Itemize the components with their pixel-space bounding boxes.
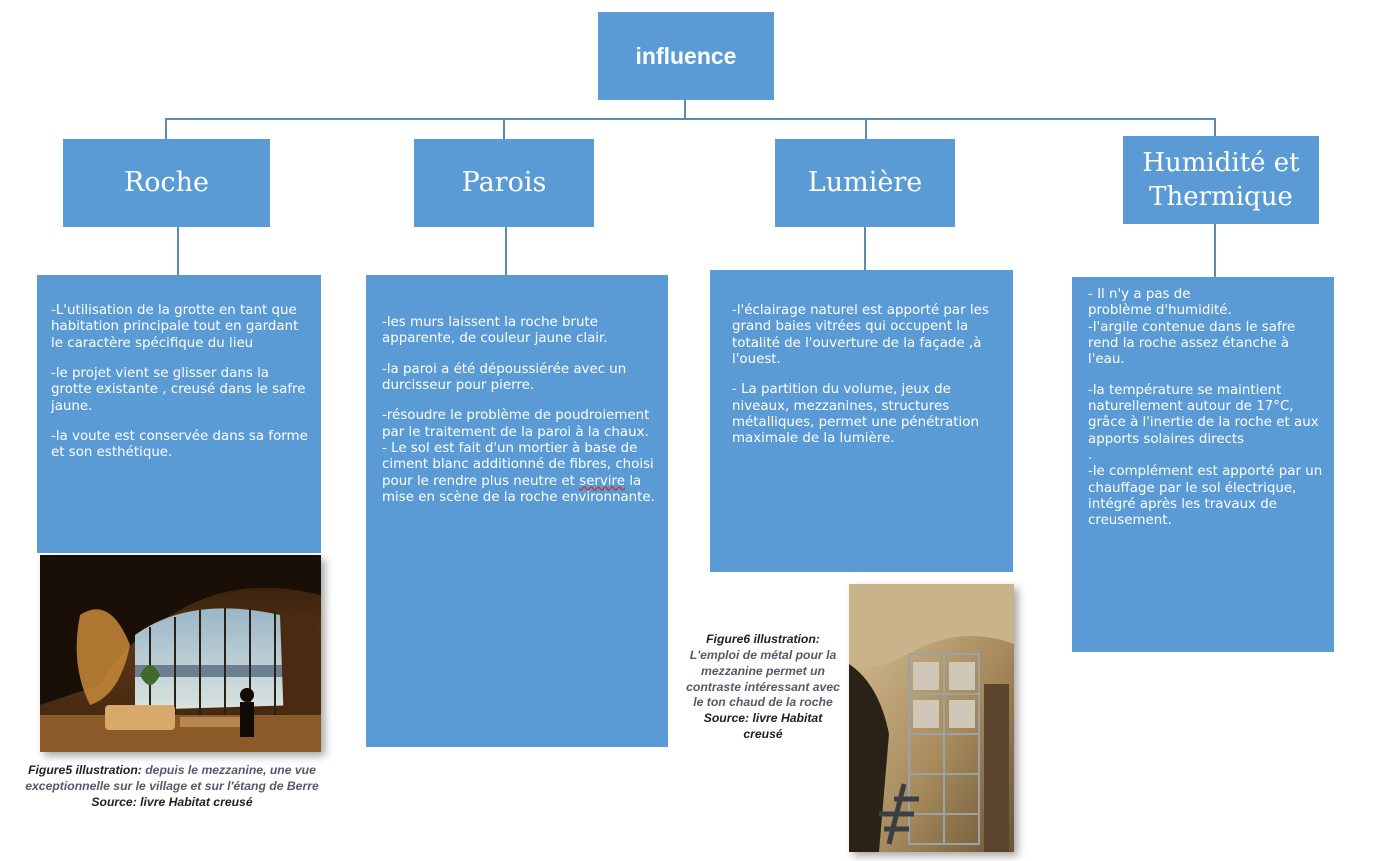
node-parois: Parois — [414, 139, 594, 227]
connector-lumiere — [865, 118, 867, 139]
figure5-text: depuis le mezzanine, une vue exceptionne… — [25, 763, 319, 793]
figure6-photo — [849, 584, 1014, 852]
humidite-paragraph-1: - Il n'y a pas de problème d'humidité. -… — [1088, 287, 1296, 368]
connector-humidite — [1214, 118, 1216, 139]
spellcheck-underline: servire — [579, 473, 625, 489]
roche-paragraph-2: -le projet vient se glisser dans la grot… — [51, 366, 306, 414]
figure6-label: Figure6 illustration: — [706, 632, 820, 646]
connector-roche-text — [177, 227, 179, 275]
parois-paragraph-2: -la paroi a été dépoussiérée avec un dur… — [382, 361, 627, 394]
connector-roche — [165, 118, 167, 139]
humidite-paragraph-2: -la température se maintient naturelleme… — [1088, 382, 1323, 529]
lumiere-paragraph-1: -l'éclairage naturel est apporté par les… — [732, 303, 989, 368]
figure6-caption: Figure6 illustration: L'emploi de métal … — [683, 632, 843, 743]
figure6-source: Source: livre Habitat creusé — [703, 711, 823, 742]
roche-paragraph-1: -L'utilisation de la grotte en tant que … — [51, 303, 299, 351]
figure6-text: L'emploi de métal pour la mezzanine perm… — [686, 647, 840, 710]
figure5-label: Figure5 illustration: — [28, 763, 142, 777]
root-node-influence: influence — [598, 12, 774, 100]
figure5-photo — [40, 555, 321, 752]
connector-lumiere-text — [864, 227, 866, 270]
connector-parois — [503, 118, 505, 139]
node-roche: Roche — [63, 139, 270, 227]
text-box-humidite-thermique: - Il n'y a pas de problème d'humidité. -… — [1072, 277, 1334, 652]
connector-horizontal — [165, 118, 1216, 120]
text-box-parois: -les murs laissent la roche brute appare… — [366, 275, 668, 747]
connector-parois-text — [505, 227, 507, 275]
lumiere-paragraph-2: - La partition du volume, jeux de niveau… — [732, 382, 979, 447]
figure5-source: Source: livre Habitat creusé — [91, 794, 253, 809]
node-lumiere: Lumière — [775, 139, 955, 227]
node-humidite-thermique-label: Humidité et Thermique — [1142, 147, 1300, 212]
text-box-lumiere: -l'éclairage naturel est apporté par les… — [710, 270, 1013, 572]
node-humidite-thermique: Humidité et Thermique — [1123, 136, 1319, 224]
parois-paragraph-1: -les murs laissent la roche brute appare… — [382, 315, 608, 347]
connector-root — [684, 100, 686, 118]
roche-paragraph-3: -la voute est conservée dans sa forme et… — [51, 429, 308, 461]
parois-paragraph-3: -résoudre le problème de poudroiement pa… — [382, 408, 655, 506]
text-box-roche: -L'utilisation de la grotte en tant que … — [37, 275, 321, 553]
figure5-caption: Figure5 illustration: depuis le mezzanin… — [2, 763, 342, 811]
connector-humidite-text — [1214, 224, 1216, 277]
